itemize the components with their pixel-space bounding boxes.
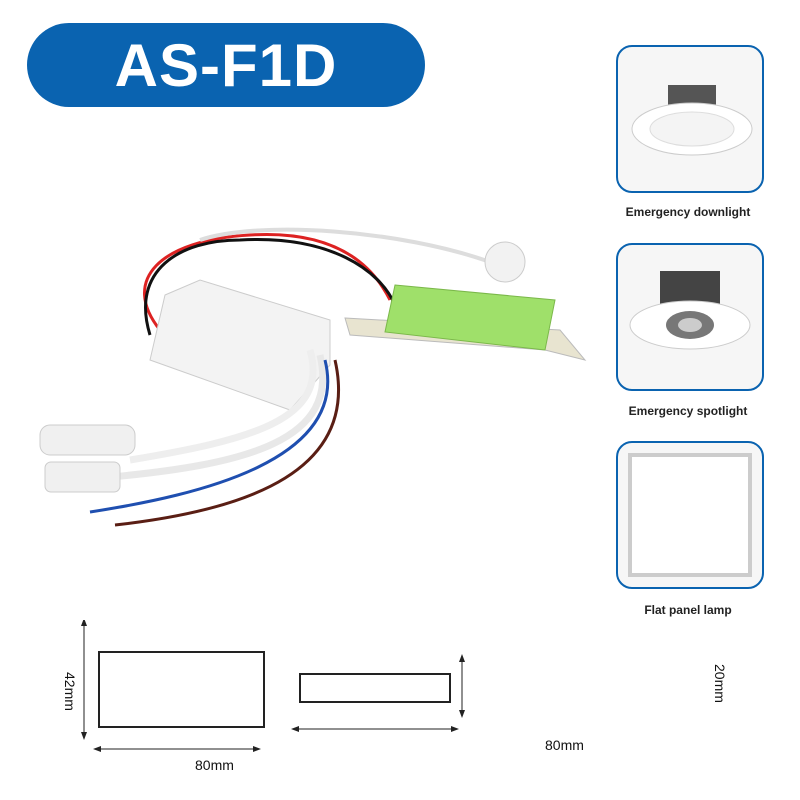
model-title: AS-F1D xyxy=(27,23,425,107)
driver-height-label: 42mm xyxy=(62,672,78,711)
driver-width-label: 80mm xyxy=(195,757,234,773)
downlight-icon xyxy=(631,85,753,156)
panel-lamp-icon xyxy=(628,453,752,577)
application-label: Flat panel lamp xyxy=(644,603,732,617)
battery-height-label: 20mm xyxy=(712,664,728,703)
application-card-panel xyxy=(616,441,764,589)
application-card-downlight xyxy=(616,45,764,193)
application-label: Emergency downlight xyxy=(625,205,751,219)
dimension-drawings xyxy=(81,620,465,752)
driver-outline xyxy=(98,651,265,728)
battery-width-label: 80mm xyxy=(545,737,584,753)
application-label: Emergency spotlight xyxy=(628,404,748,418)
product-image xyxy=(39,227,587,527)
spotlight-icon xyxy=(629,271,751,350)
battery-outline xyxy=(299,673,451,703)
application-card-spotlight xyxy=(616,243,764,391)
